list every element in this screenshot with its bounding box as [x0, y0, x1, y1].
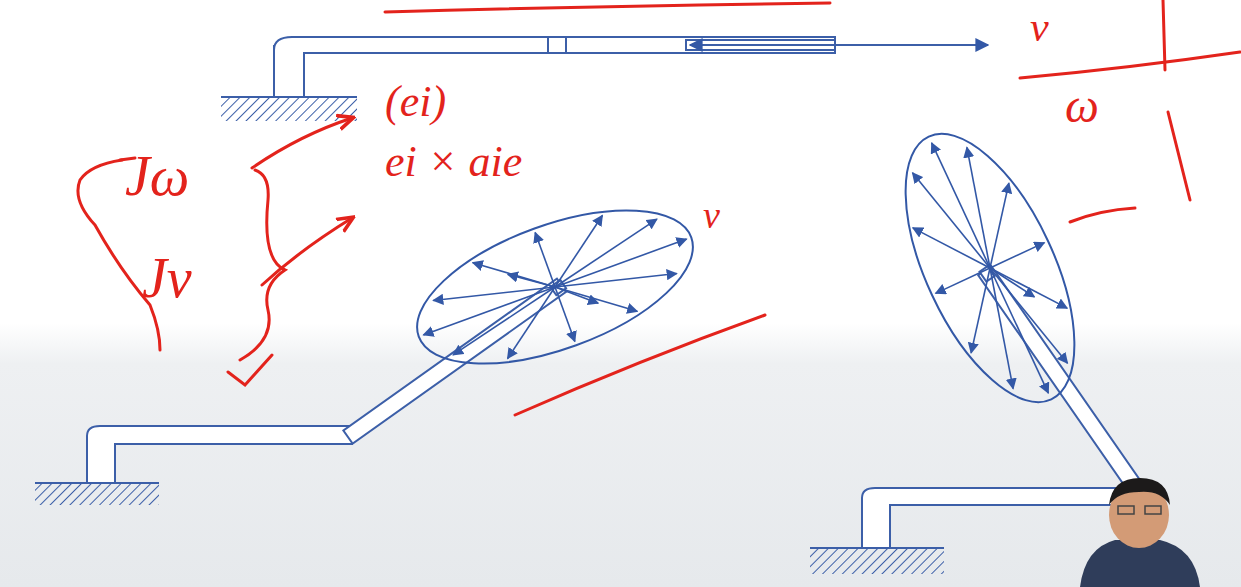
jacobian-angular: Jω — [125, 148, 189, 204]
velocity-ellipse — [398, 179, 713, 395]
jacobian-linear: Jv — [142, 250, 192, 306]
robot-arm-folded — [810, 264, 1147, 574]
velocity-note: v — [703, 196, 720, 234]
presenter-figure — [1080, 478, 1200, 587]
cross-product-note: ei × aie — [385, 140, 522, 184]
robot-arm-bent — [35, 278, 568, 505]
velocity-ellipse — [871, 110, 1110, 427]
robot-arm-straight — [221, 37, 988, 121]
velocity-note: v — [1030, 6, 1049, 48]
axis-note: (ei) — [385, 80, 446, 124]
handwritten-strokes — [78, 0, 1240, 415]
angular-velocity-note: ω — [1065, 82, 1099, 130]
